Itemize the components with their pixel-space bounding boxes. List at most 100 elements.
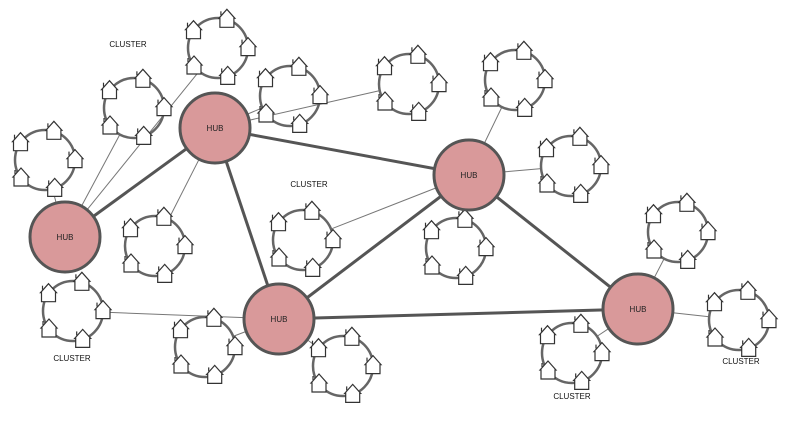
hub-label: HUB bbox=[207, 124, 224, 133]
cluster bbox=[100, 68, 174, 145]
house-icon bbox=[571, 183, 591, 203]
house-icon bbox=[342, 326, 362, 346]
house-icon bbox=[343, 383, 363, 403]
house-icon bbox=[184, 19, 203, 40]
cluster bbox=[269, 200, 343, 277]
house-icon bbox=[11, 167, 31, 187]
cluster bbox=[39, 271, 113, 348]
cluster-link bbox=[672, 312, 710, 318]
house-icon bbox=[537, 137, 556, 158]
house-icon bbox=[73, 328, 93, 348]
house-icon bbox=[11, 131, 30, 152]
cluster-link bbox=[653, 258, 665, 279]
cluster-label: CLUSTER bbox=[53, 354, 91, 363]
house-icon bbox=[409, 101, 429, 122]
cluster bbox=[644, 192, 718, 269]
cluster-label: CLUSTER bbox=[722, 357, 760, 366]
house-icon bbox=[455, 208, 475, 228]
house-icon bbox=[154, 96, 174, 117]
house-icon bbox=[72, 271, 92, 291]
house-icon bbox=[592, 341, 612, 362]
house-icon bbox=[705, 291, 724, 312]
house-icon bbox=[121, 253, 141, 273]
cluster-label: CLUSTER bbox=[290, 180, 328, 189]
cluster-link bbox=[168, 158, 200, 220]
cluster bbox=[375, 44, 449, 122]
house-icon bbox=[269, 211, 288, 232]
house-icon bbox=[269, 247, 289, 267]
cluster bbox=[11, 120, 85, 197]
cluster-label: CLUSTER bbox=[553, 392, 591, 401]
house-icon bbox=[44, 120, 64, 140]
house-icon bbox=[644, 203, 663, 224]
house-icon bbox=[738, 280, 758, 300]
house-icon bbox=[515, 97, 535, 118]
house-icon bbox=[678, 249, 698, 269]
house-icon bbox=[375, 91, 395, 111]
house-icon bbox=[309, 373, 329, 393]
house-icon bbox=[476, 236, 496, 257]
house-icon bbox=[121, 217, 140, 238]
cluster bbox=[422, 208, 496, 285]
cluster-labels: CLUSTER CLUSTER CLUSTER CLUSTER CLUSTER bbox=[53, 40, 760, 401]
house-icon bbox=[171, 354, 191, 374]
cluster bbox=[171, 307, 245, 384]
house-icon bbox=[225, 335, 245, 356]
cluster bbox=[184, 8, 258, 86]
house-icon bbox=[171, 318, 190, 339]
house-icon bbox=[739, 337, 759, 357]
house-icon bbox=[375, 55, 394, 76]
house-icon bbox=[238, 36, 258, 57]
house-icon bbox=[39, 318, 59, 338]
house-icon bbox=[154, 206, 174, 226]
house-icon bbox=[100, 115, 120, 135]
house-icon bbox=[290, 113, 310, 134]
hub-circle bbox=[432, 138, 506, 212]
house-icon bbox=[591, 154, 611, 175]
house-icon bbox=[205, 364, 225, 384]
cluster-link bbox=[232, 330, 247, 337]
cluster bbox=[121, 206, 195, 283]
hub-link bbox=[278, 173, 470, 321]
house-icon bbox=[677, 192, 697, 212]
hub-label: HUB bbox=[461, 171, 478, 180]
house-icon bbox=[133, 68, 153, 88]
house-icon bbox=[537, 173, 557, 193]
hub-node: HUB bbox=[28, 200, 102, 274]
house-icon bbox=[323, 228, 343, 249]
hub-circle bbox=[28, 200, 102, 274]
hubs: HUB HUB HUB HUB HUB bbox=[28, 91, 675, 356]
hub-circle bbox=[178, 91, 252, 165]
cluster bbox=[481, 40, 555, 118]
house-icon bbox=[570, 126, 590, 146]
house-icon bbox=[422, 219, 441, 240]
cluster bbox=[538, 313, 612, 390]
house-icon bbox=[538, 324, 557, 345]
cluster-label: CLUSTER bbox=[109, 40, 147, 49]
cluster-link bbox=[102, 311, 245, 319]
house-icon bbox=[218, 65, 238, 86]
cluster-link bbox=[330, 187, 437, 230]
house-icon bbox=[175, 234, 195, 255]
house-icon bbox=[39, 282, 58, 303]
house-icon bbox=[256, 67, 275, 88]
hub-node: HUB bbox=[601, 272, 675, 346]
house-icon bbox=[538, 360, 558, 380]
hub-node: HUB bbox=[432, 138, 506, 212]
cluster bbox=[537, 126, 611, 203]
house-icon bbox=[422, 255, 442, 275]
house-icon bbox=[759, 308, 779, 329]
house-icon bbox=[408, 44, 428, 64]
hub-link bbox=[214, 126, 470, 177]
house-icon bbox=[705, 327, 725, 347]
hub-node: HUB bbox=[178, 91, 252, 165]
cluster-link bbox=[81, 134, 121, 207]
hub-node: HUB bbox=[242, 282, 316, 356]
house-icon bbox=[363, 354, 383, 375]
house-icon bbox=[571, 313, 591, 333]
house-icon bbox=[289, 56, 309, 76]
hub-label: HUB bbox=[271, 315, 288, 324]
house-icon bbox=[134, 125, 154, 145]
hub-link bbox=[278, 307, 639, 321]
